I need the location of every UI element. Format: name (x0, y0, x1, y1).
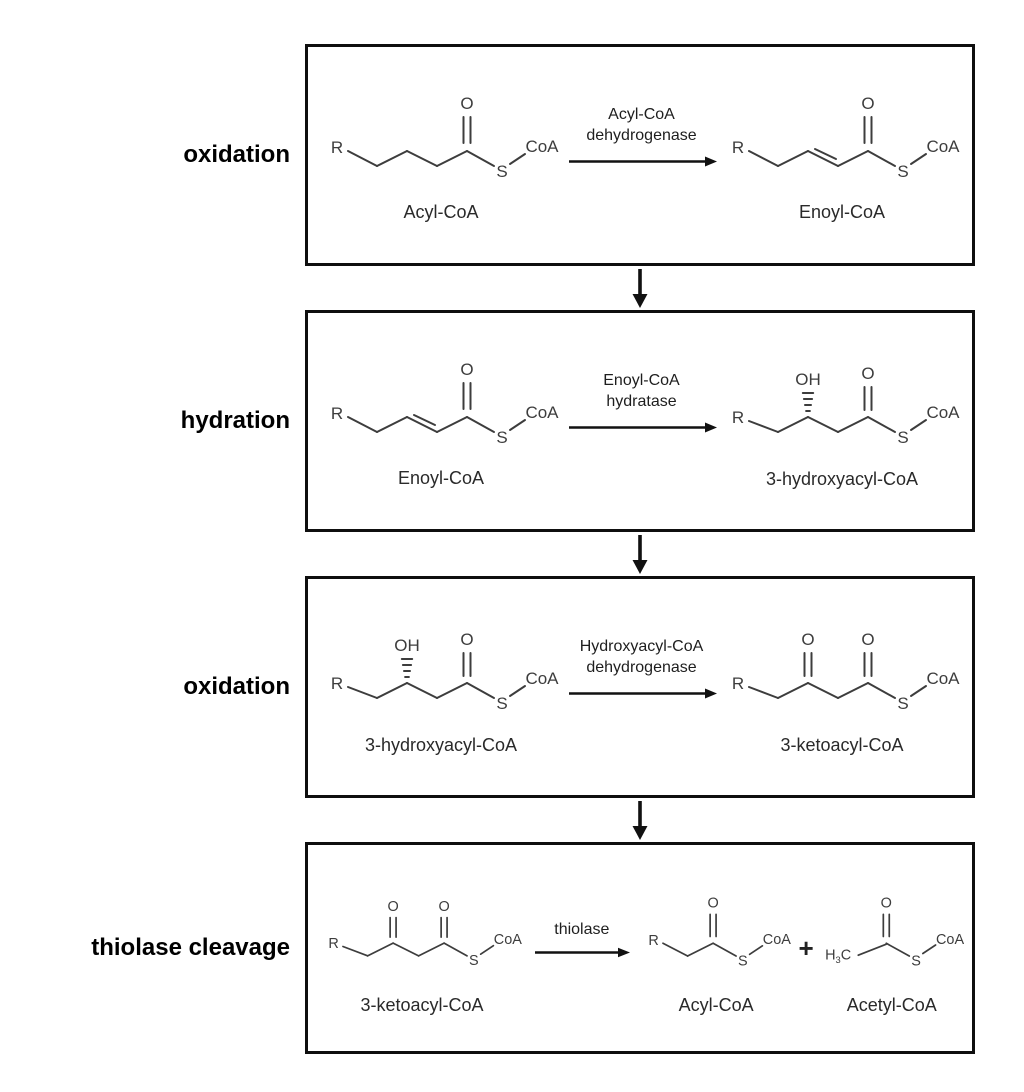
molecule-acetyl-coa: H3C O S CoA (820, 877, 965, 983)
molecule-caption: Enoyl-CoA (798, 202, 886, 222)
svg-text:O: O (880, 896, 891, 912)
svg-text:R: R (732, 408, 744, 427)
enzyme-name-line1: Hydroxyacyl-CoA (579, 638, 704, 655)
reaction-cell: Acyl-CoA dehydrogenase (561, 104, 722, 168)
step-label-oxidation-1: oxidation (183, 141, 290, 168)
molecule-3-hydroxyacyl-coa: R OH O S CoA (321, 597, 561, 735)
reaction-cell: Hydroxyacyl-CoA dehydrogenase (561, 636, 722, 700)
svg-text:O: O (460, 630, 473, 649)
molecule-acyl-coa: R O S CoA (321, 73, 561, 198)
product-cell: H3C O S CoA Acetyl-CoA (820, 877, 965, 1016)
molecule-acyl-coa: R O S CoA (640, 877, 793, 983)
svg-text:CoA: CoA (926, 669, 960, 688)
svg-text:OH: OH (394, 636, 420, 655)
molecule-caption: 3-hydroxyacyl-CoA (364, 735, 518, 755)
molecule-enoyl-coa: R O S CoA (321, 339, 561, 464)
molecule-3-hydroxyacyl-coa: R OH O S CoA (722, 331, 962, 469)
molecule-caption: Acyl-CoA (403, 202, 479, 222)
svg-text:O: O (861, 630, 874, 649)
enzyme-name-line2: hydratase (606, 393, 677, 410)
reactant-cell: R O S CoA Acyl-CoA (321, 73, 561, 223)
enzyme-name-line1: thiolase (554, 921, 610, 938)
flow-arrow-icon (631, 534, 649, 574)
molecule-caption: 3-ketoacyl-CoA (780, 735, 904, 755)
enzyme-name-line1: Acyl-CoA (608, 106, 675, 123)
svg-text:R: R (331, 138, 343, 157)
svg-text:S: S (496, 162, 507, 181)
product-cell: R O S CoA Acyl-CoA (640, 877, 793, 1016)
svg-text:S: S (897, 694, 908, 713)
svg-text:S: S (897, 428, 908, 447)
step-label-thiolase-cleavage: thiolase cleavage (91, 934, 290, 961)
molecule-caption: 3-ketoacyl-CoA (360, 995, 484, 1016)
step-box-oxidation-1: R O S CoA Acyl-CoA Acyl-CoA dehydrogenase R… (305, 44, 975, 266)
step-box-oxidation-2: R OH O S CoA 3-hydroxyacyl-CoA Hydroxyacyl-C… (305, 576, 975, 798)
svg-text:S: S (496, 694, 507, 713)
svg-text:OH: OH (795, 370, 821, 389)
product-cell: R O O S CoA 3-ketoacyl-CoA (722, 597, 962, 756)
svg-text:CoA: CoA (525, 403, 559, 422)
molecule-caption: Acetyl-CoA (846, 995, 937, 1016)
reaction-arrow-icon (567, 687, 717, 700)
molecule-enoyl-coa: R O S CoA (722, 73, 962, 198)
svg-text:CoA: CoA (926, 403, 960, 422)
svg-text:H3C: H3C (825, 947, 851, 964)
svg-text:CoA: CoA (525, 669, 559, 688)
step-box-thiolase-cleavage: R O O S CoA 3-ketoacyl-CoA thiolase R O S CoA A… (305, 842, 975, 1054)
enzyme-name-line2: dehydrogenase (586, 659, 697, 676)
svg-text:CoA: CoA (926, 137, 960, 156)
svg-text:CoA: CoA (762, 932, 790, 948)
svg-text:S: S (911, 953, 921, 969)
svg-text:O: O (460, 94, 473, 113)
svg-text:CoA: CoA (494, 932, 522, 948)
svg-text:S: S (897, 162, 908, 181)
svg-text:O: O (861, 364, 874, 383)
reactant-cell: R O S CoA Enoyl-CoA (321, 339, 561, 489)
molecule-3-ketoacyl-coa: R O O S CoA (320, 870, 524, 987)
svg-text:R: R (331, 674, 343, 693)
svg-text:CoA: CoA (525, 137, 559, 156)
molecule-caption: Acyl-CoA (678, 995, 754, 1016)
svg-text:O: O (861, 94, 874, 113)
svg-text:O: O (460, 360, 473, 379)
step-label-oxidation-2: oxidation (183, 673, 290, 700)
svg-text:O: O (707, 896, 718, 912)
reaction-arrow-icon (567, 155, 717, 168)
product-cell: R OH O S CoA 3-hydroxyacyl-CoA (722, 331, 962, 490)
svg-text:R: R (732, 138, 744, 157)
molecule-caption: 3-hydroxyacyl-CoA (765, 469, 919, 489)
reactant-cell: R O O S CoA 3-ketoacyl-CoA (320, 870, 524, 1016)
plus-sign: + (798, 933, 814, 963)
svg-text:R: R (328, 936, 338, 952)
svg-text:R: R (648, 933, 658, 949)
flow-arrow-icon (631, 800, 649, 840)
reaction-cell: Enoyl-CoA hydratase (561, 370, 722, 434)
svg-text:S: S (469, 953, 479, 969)
enzyme-name-line1: Enoyl-CoA (603, 372, 680, 389)
svg-text:O: O (387, 899, 398, 915)
svg-text:R: R (732, 674, 744, 693)
molecule-caption: Enoyl-CoA (397, 468, 485, 488)
reaction-arrow-icon (567, 421, 717, 434)
step-box-hydration: R O S CoA Enoyl-CoA Enoyl-CoA hydratase R OH… (305, 310, 975, 532)
molecule-3-ketoacyl-coa: R O O S CoA (722, 597, 962, 735)
product-cell: R O S CoA Enoyl-CoA (722, 73, 962, 223)
step-label-hydration: hydration (180, 407, 290, 434)
reaction-cell: thiolase (530, 919, 634, 959)
flow-arrow-icon (631, 268, 649, 308)
reaction-arrow-icon (534, 946, 630, 959)
svg-text:CoA: CoA (936, 932, 964, 948)
svg-text:O: O (438, 899, 449, 915)
svg-text:S: S (496, 428, 507, 447)
enzyme-name-line2: dehydrogenase (586, 127, 697, 144)
svg-text:R: R (331, 404, 343, 423)
reactant-cell: R OH O S CoA 3-hydroxyacyl-CoA (321, 597, 561, 756)
svg-text:O: O (801, 630, 814, 649)
svg-text:S: S (738, 953, 748, 969)
